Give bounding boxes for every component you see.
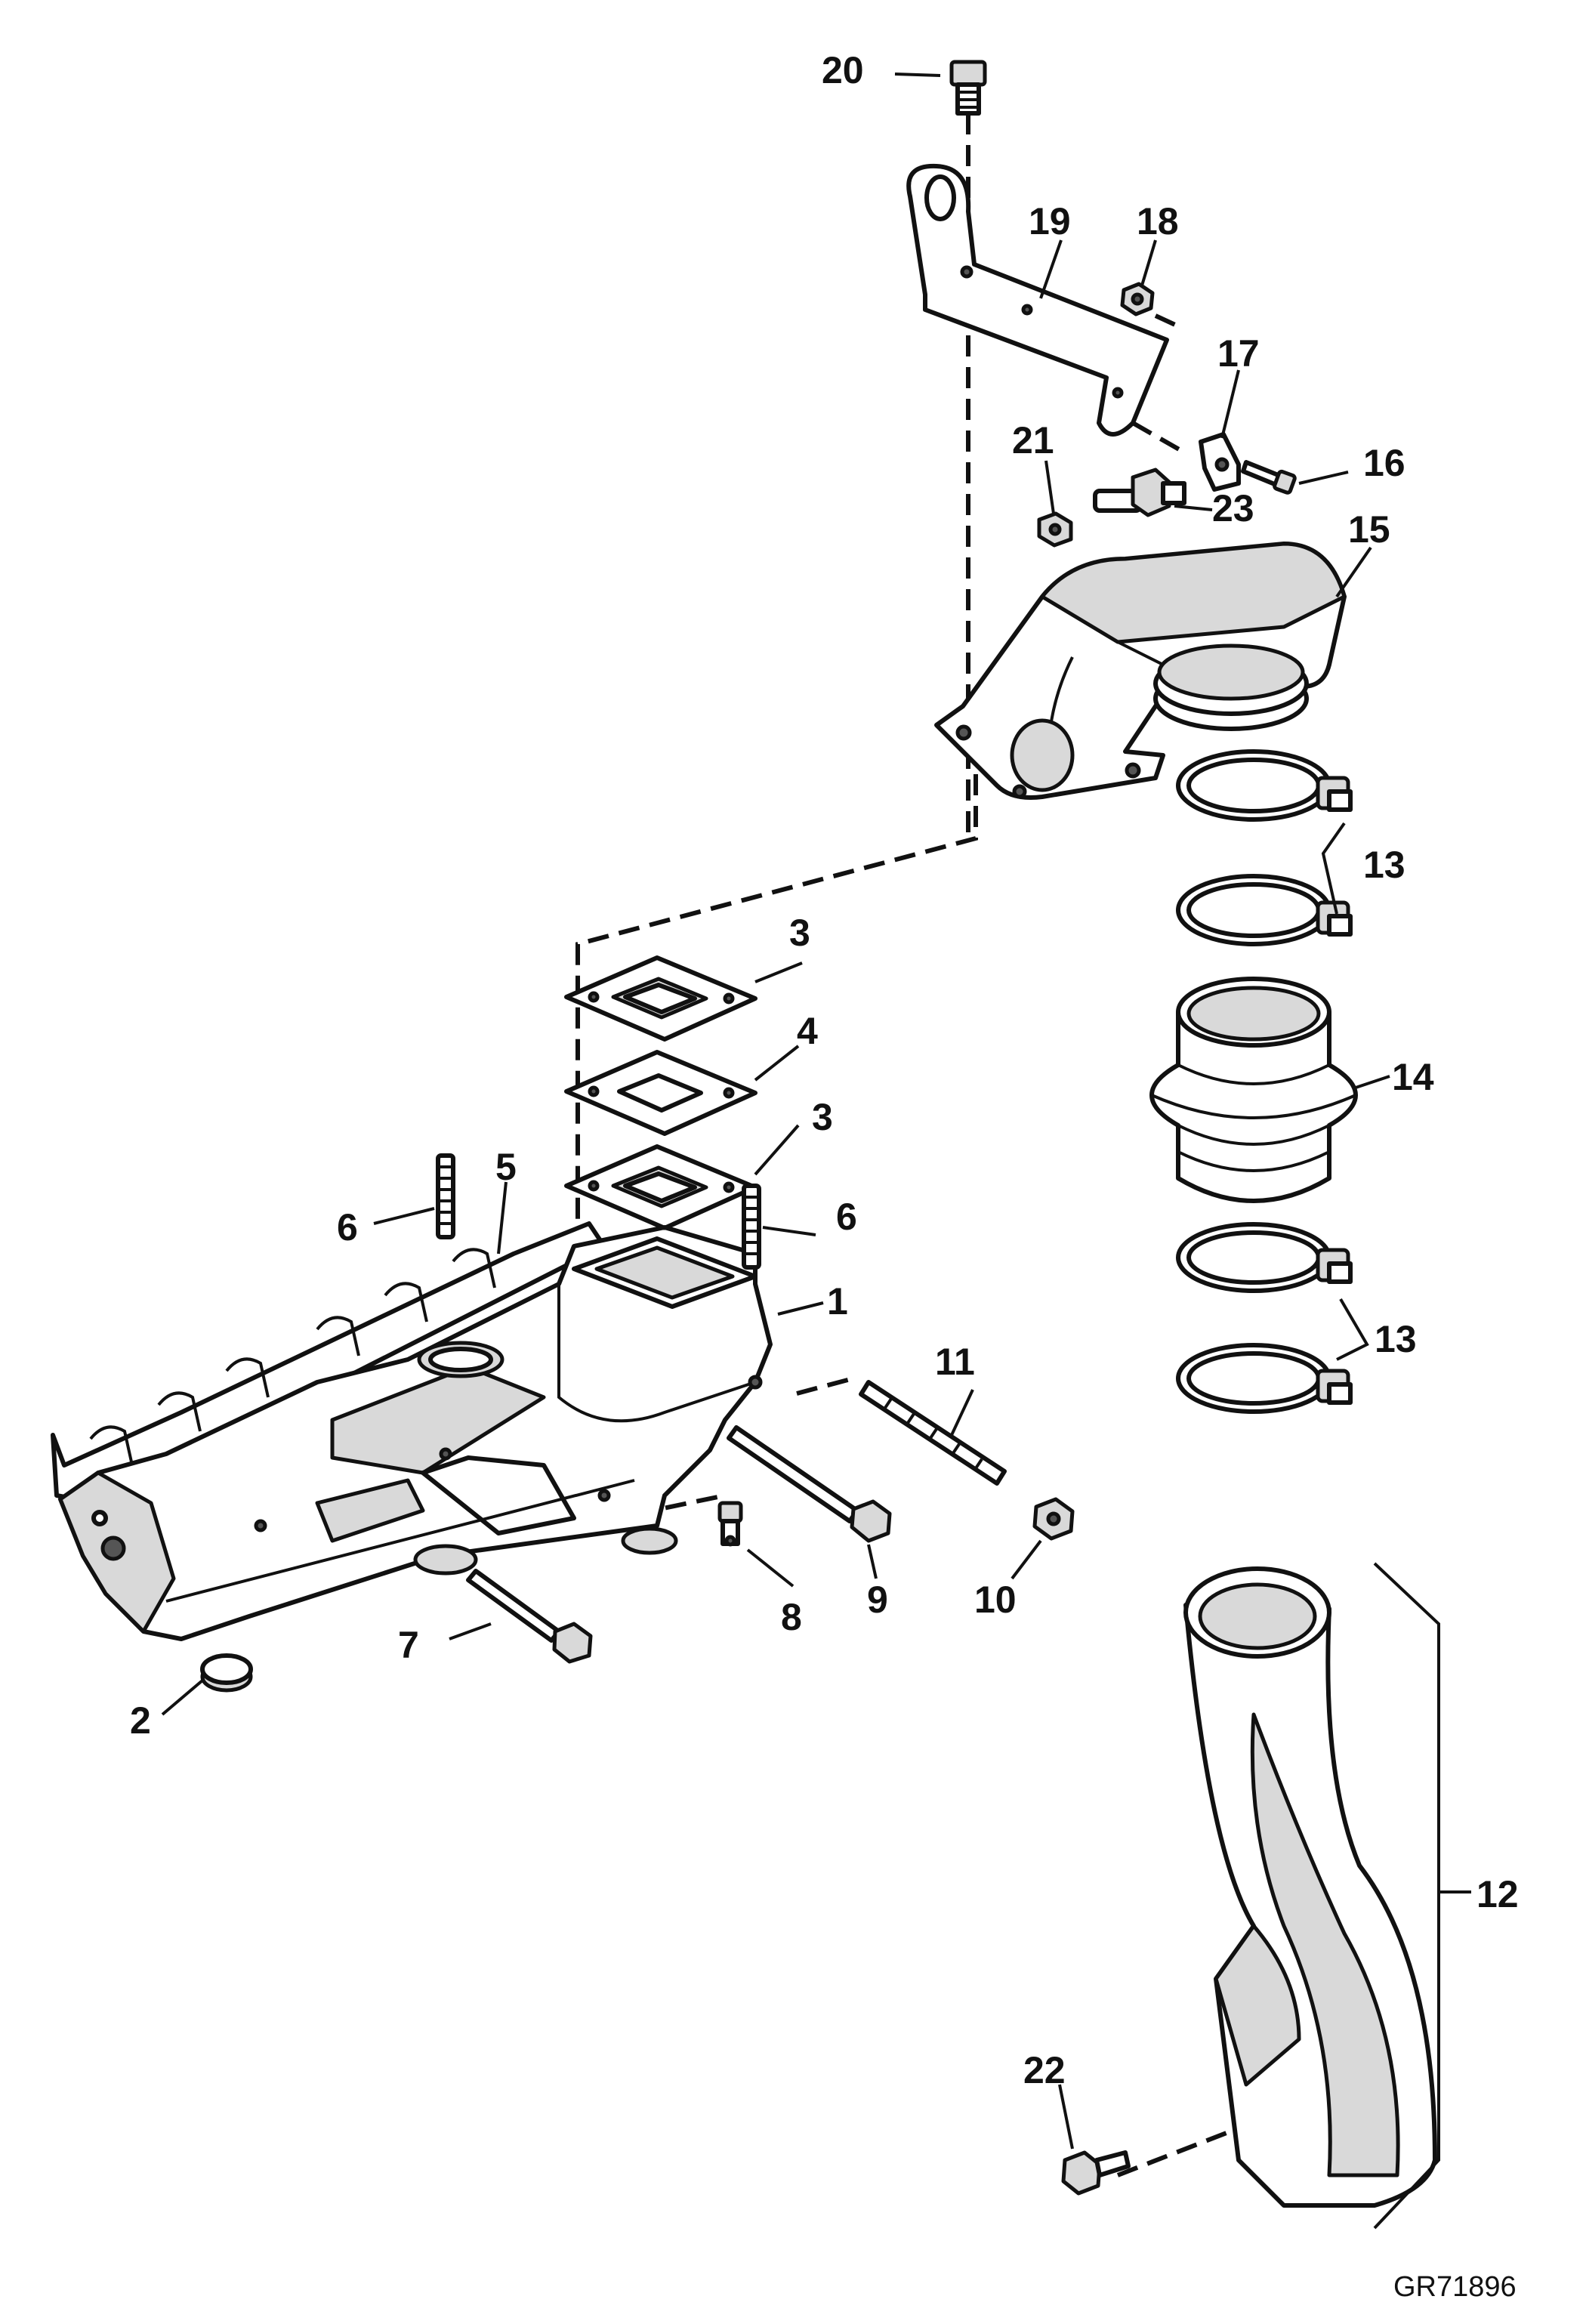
callout-20: 20 (822, 49, 864, 91)
part-13-hose-clamps-lower (1176, 1222, 1353, 1414)
part-3-gasket-lower (564, 1144, 758, 1230)
callout-7: 7 (398, 1624, 419, 1666)
part-11-stud (859, 1380, 1007, 1486)
figure-reference-code: GR71896 (1393, 2271, 1517, 2303)
part-15-exhaust-elbow (934, 542, 1347, 800)
part-2-plug (200, 1653, 253, 1693)
callout-12: 12 (1476, 1873, 1519, 1915)
part-16-screw (1241, 460, 1297, 495)
callout-13-lower: 13 (1375, 1318, 1417, 1360)
part-6-stud-right (742, 1184, 761, 1270)
part-20-bolt (949, 60, 987, 116)
part-13-hose-clamps-upper (1176, 749, 1353, 946)
callout-3-upper: 3 (789, 912, 810, 954)
part-18-nut (1120, 282, 1155, 316)
part-10-nut (1032, 1497, 1075, 1541)
part-21-nut (1037, 511, 1073, 548)
callout-9: 9 (867, 1579, 888, 1621)
part-7-bolt (466, 1569, 593, 1664)
callout-8: 8 (781, 1596, 802, 1638)
part-9-long-bolt (727, 1425, 892, 1543)
callout-11: 11 (935, 1341, 975, 1383)
part-19-lifting-bracket (906, 163, 1169, 437)
callout-16: 16 (1363, 442, 1405, 484)
callout-13-upper: 13 (1363, 844, 1405, 886)
callout-15: 15 (1348, 508, 1390, 551)
callout-6-right: 6 (836, 1196, 857, 1238)
leader-lines (161, 73, 1471, 2150)
part-3-gasket-upper (564, 955, 758, 1042)
callout-5: 5 (495, 1146, 517, 1188)
part-6-stud-left (436, 1153, 455, 1239)
part-22-bolt (1061, 2150, 1131, 2196)
part-4-gasket-plate (564, 1050, 758, 1136)
callout-labels: 1 2 3 4 3 5 6 6 7 8 9 10 11 12 13 13 14 … (130, 49, 1519, 2091)
part-17-clip (1199, 432, 1241, 492)
part-14-bellows-hose (1149, 977, 1358, 1203)
callout-6-left: 6 (337, 1206, 358, 1248)
callout-14: 14 (1392, 1056, 1434, 1098)
part-23-fitting (1093, 468, 1186, 517)
callout-3-lower: 3 (812, 1096, 833, 1138)
part-8-fitting (717, 1501, 743, 1547)
callout-17: 17 (1217, 332, 1260, 375)
callout-10: 10 (974, 1579, 1017, 1621)
callout-18: 18 (1137, 200, 1179, 242)
callout-4: 4 (797, 1010, 818, 1052)
callout-22: 22 (1023, 2049, 1066, 2091)
callout-2: 2 (130, 1699, 151, 1742)
assembly-lines (575, 113, 1255, 2177)
callout-21: 21 (1012, 419, 1054, 461)
part-12-exhaust-pipe (1183, 1562, 1440, 2230)
callout-1: 1 (827, 1280, 848, 1322)
part-1-exhaust-manifold (58, 1225, 773, 1641)
callout-19: 19 (1029, 200, 1071, 242)
callout-23: 23 (1212, 487, 1254, 529)
